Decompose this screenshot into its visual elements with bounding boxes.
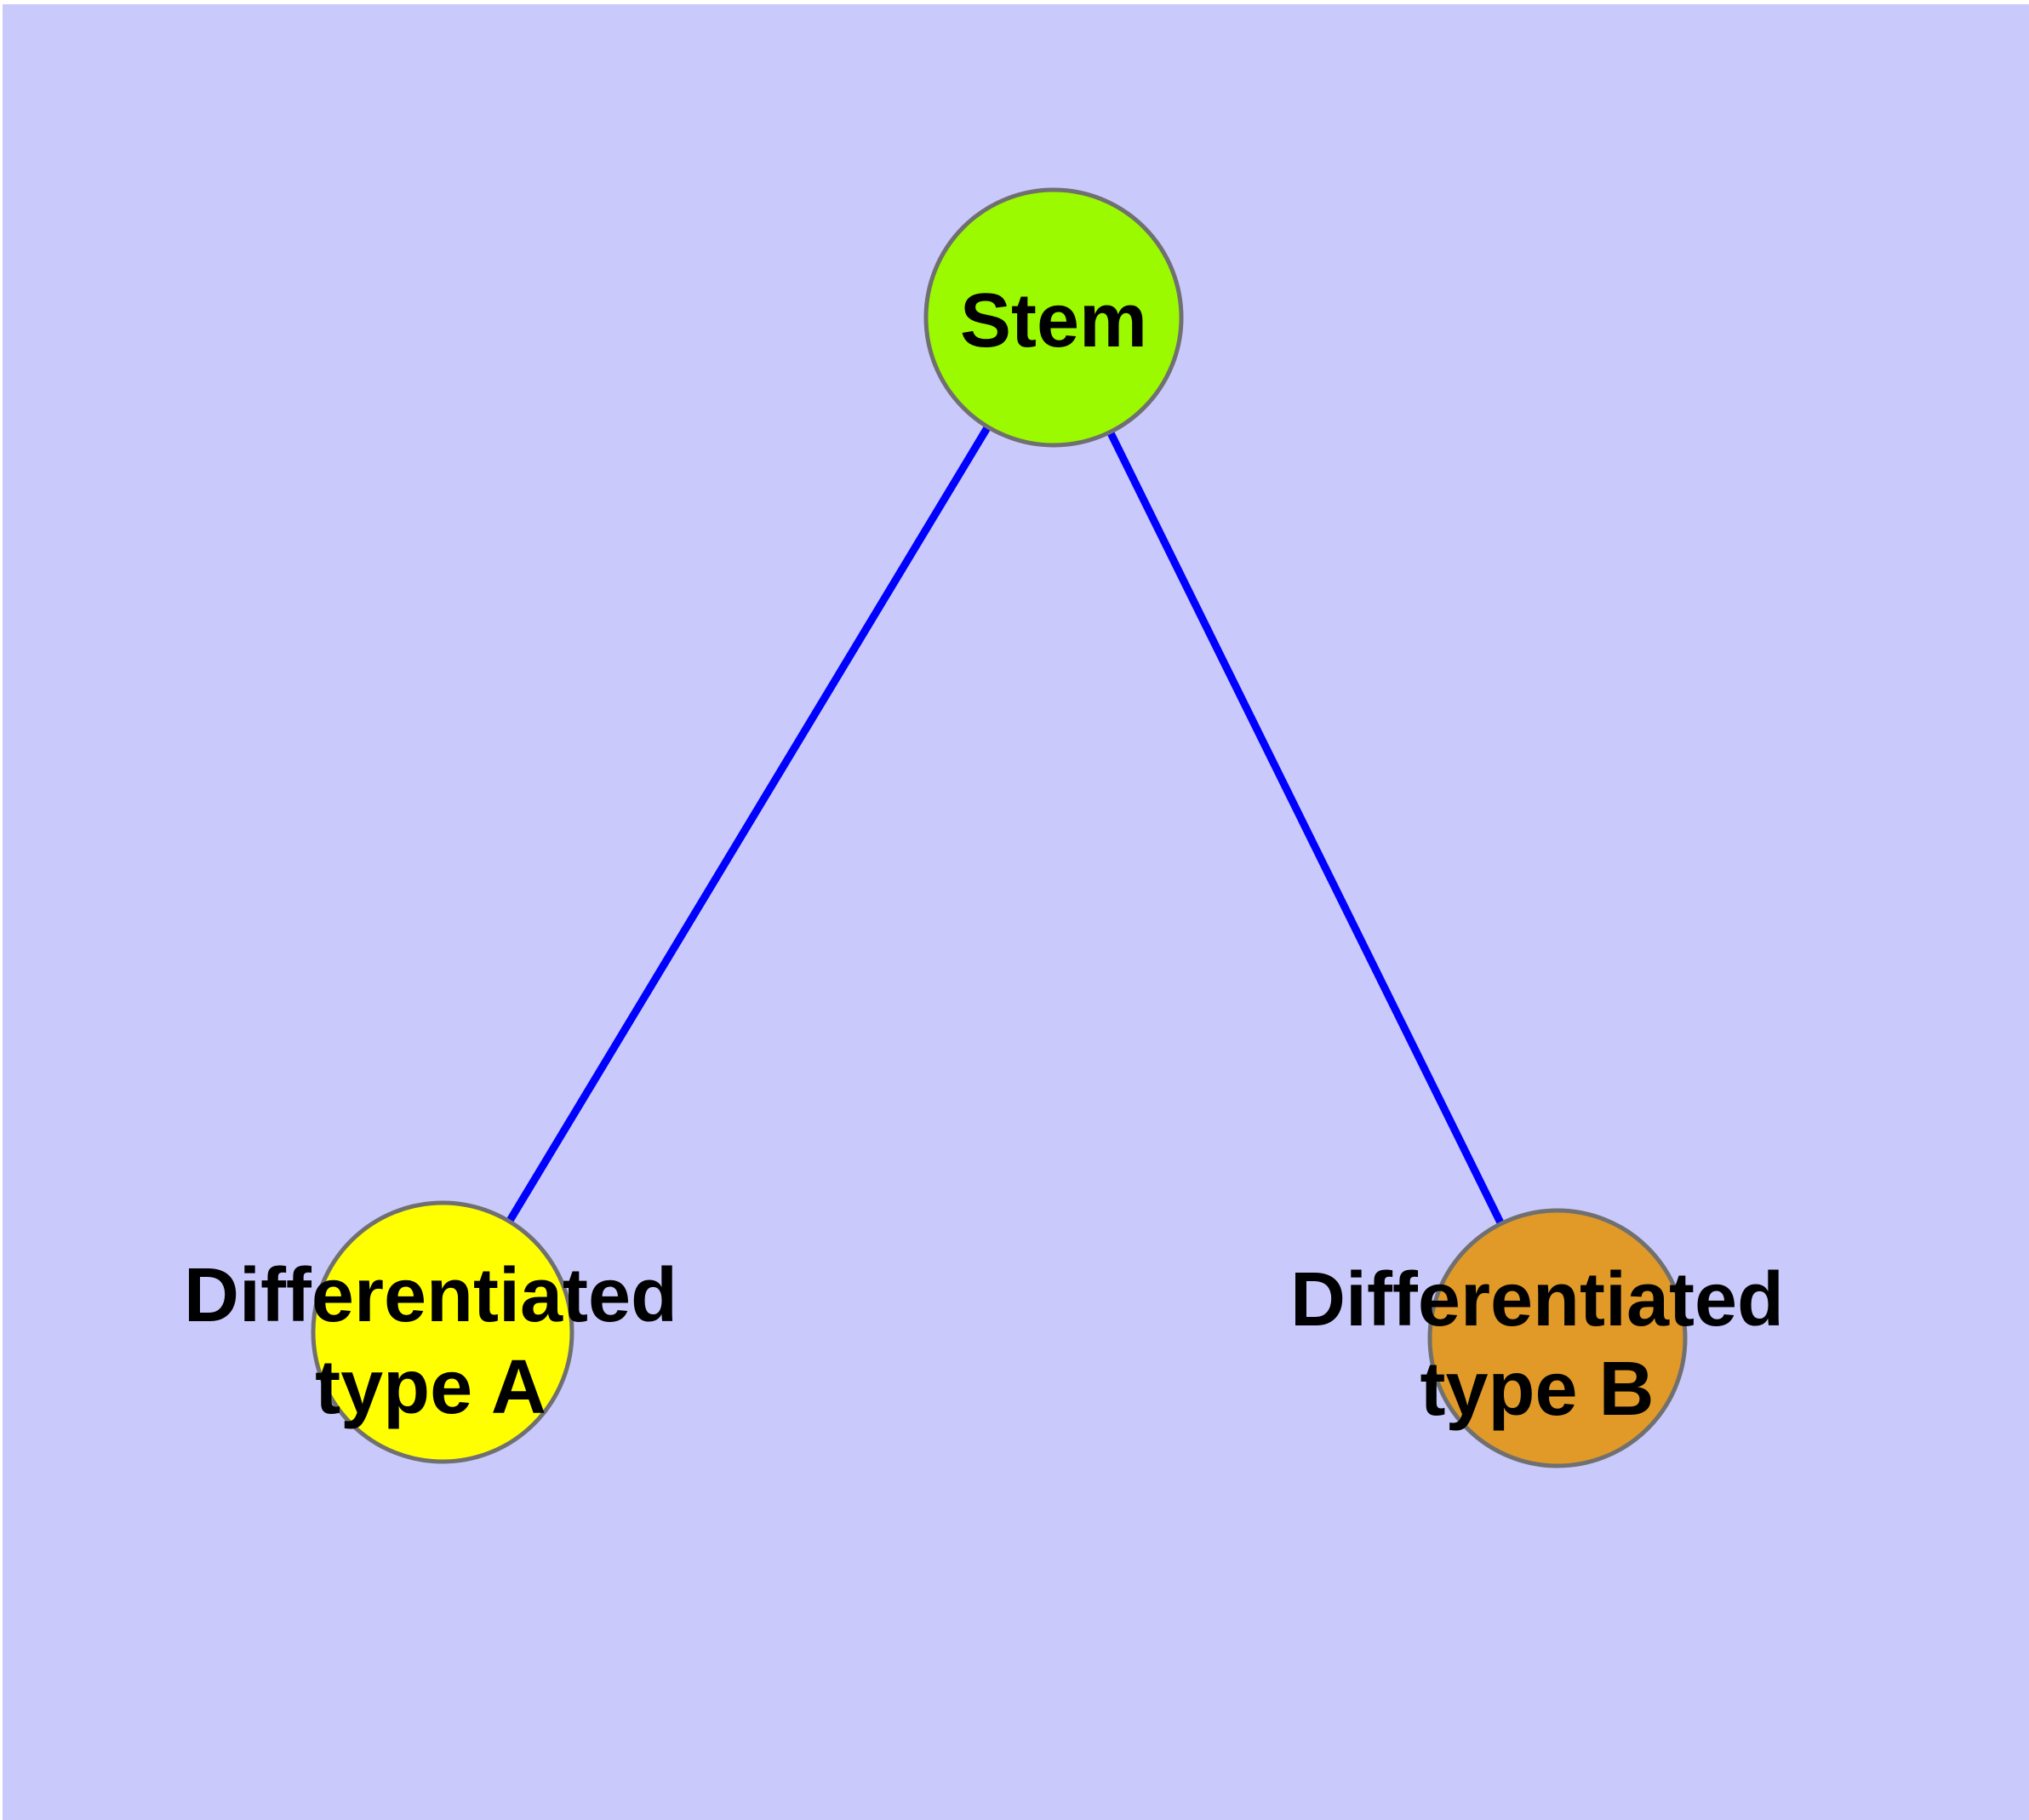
node-differentiated-type-b-label-line-1: Differentiated: [1290, 1257, 1784, 1342]
node-differentiated-type-a-label-line-2: type A: [315, 1345, 546, 1430]
node-stem-label: Stem: [960, 278, 1147, 363]
node-differentiated-type-b[interactable]: [1427, 1208, 1688, 1468]
edge-stem-to-differentiated-type-b: [1049, 316, 1562, 1340]
node-differentiated-type-a[interactable]: [311, 1200, 574, 1464]
node-differentiated-type-b-label-line-2: type B: [1420, 1347, 1654, 1432]
node-stem-label-line-1: Stem: [960, 278, 1147, 363]
node-stem[interactable]: [923, 187, 1184, 448]
node-differentiated-type-a-label-line-1: Differentiated: [184, 1253, 677, 1338]
edge-stem-to-differentiated-type-a: [439, 315, 1057, 1335]
